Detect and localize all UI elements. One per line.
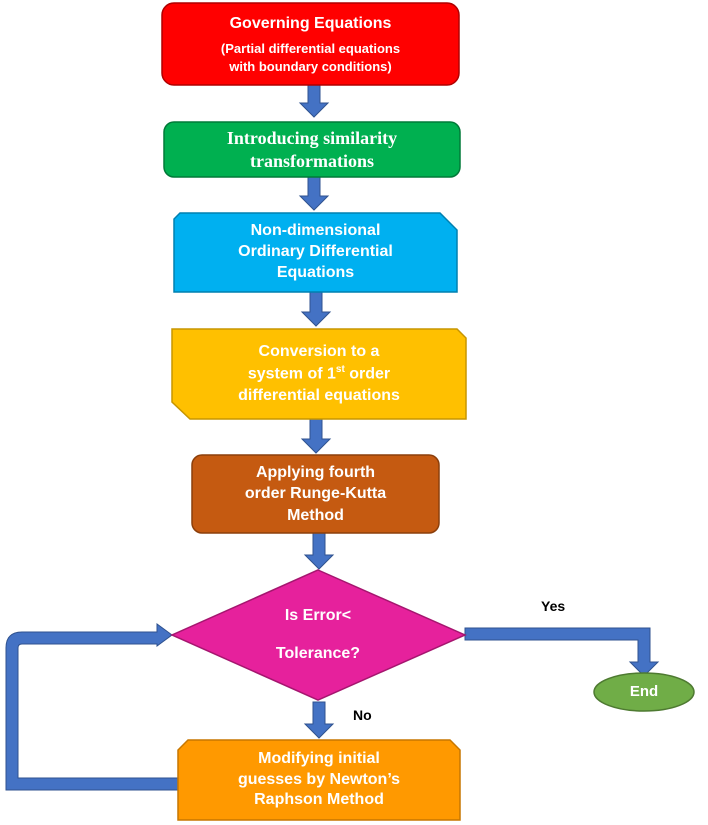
- rk4-line-2: order Runge-Kutta: [244, 485, 387, 503]
- newton-line-2: guesses by Newton’s: [237, 770, 401, 788]
- arrow-similarity-to-ode: [298, 175, 330, 211]
- conversion-line-2-post: order: [344, 365, 391, 383]
- newton-box: [177, 739, 461, 821]
- similarity-line-2: transformations: [250, 150, 374, 171]
- conversion-line-2: system of 1st order: [248, 363, 390, 385]
- conversion-line-3: differential equations: [238, 386, 400, 404]
- governing-subtitle-1: (Partial differential equations: [220, 41, 401, 57]
- rk4-line-1: Applying fourth: [255, 463, 376, 481]
- ode-line-1: Non-dimensional: [250, 222, 381, 240]
- end-label: End: [594, 673, 694, 711]
- decision-line-1: Is Error<: [284, 607, 352, 624]
- governing-title: Governing Equations: [229, 14, 392, 32]
- ode-line-3: Equations: [276, 263, 355, 281]
- decision-diamond: [170, 569, 467, 701]
- arrow-governing-to-similarity: [298, 84, 330, 118]
- conversion-line-2-pre: system of 1: [247, 365, 336, 383]
- newton-line-3: Raphson Method: [254, 791, 384, 809]
- decision-label: Is Error< Tolerance?: [232, 592, 404, 678]
- arrow-conversion-to-rk4: [300, 418, 332, 454]
- yes-label: Yes: [541, 598, 566, 614]
- rk4-box: [191, 454, 440, 534]
- governing-equations-label: Governing Equations (Partial differentia…: [162, 3, 459, 85]
- conversion-superscript: st: [335, 364, 345, 376]
- ode-box: [173, 212, 458, 293]
- ode-line-2: Ordinary Differential: [238, 243, 393, 261]
- arrow-rk4-to-decision: [303, 532, 335, 570]
- no-label: No: [353, 707, 372, 723]
- similarity-box: [163, 121, 461, 178]
- rk4-label: Applying fourth order Runge-Kutta Method: [192, 455, 439, 533]
- end-text: End: [629, 682, 659, 700]
- conversion-line-1: Conversion to a: [258, 343, 380, 361]
- arrow-decision-to-end: [464, 627, 660, 677]
- similarity-label: Introducing similarity transformations: [164, 122, 460, 177]
- governing-equations-box: [161, 2, 460, 86]
- end-terminator: [593, 672, 695, 712]
- decision-line-2: Tolerance?: [275, 645, 361, 662]
- conversion-box: [171, 328, 467, 420]
- similarity-line-1: Introducing similarity: [226, 128, 398, 148]
- newton-line-1: Modifying initial: [258, 749, 380, 767]
- ode-label: Non-dimensional Ordinary Differential Eq…: [174, 213, 457, 292]
- conversion-label: Conversion to a system of 1st order diff…: [172, 331, 466, 417]
- rk4-line-3: Method: [287, 506, 344, 524]
- newton-label: Modifying initial guesses by Newton’s Ra…: [178, 740, 460, 820]
- governing-subtitle-2: with boundary conditions): [229, 58, 392, 74]
- arrow-decision-to-newton: [303, 701, 335, 739]
- arrow-newton-loop-back: [5, 623, 179, 791]
- arrow-ode-to-conversion: [300, 291, 332, 327]
